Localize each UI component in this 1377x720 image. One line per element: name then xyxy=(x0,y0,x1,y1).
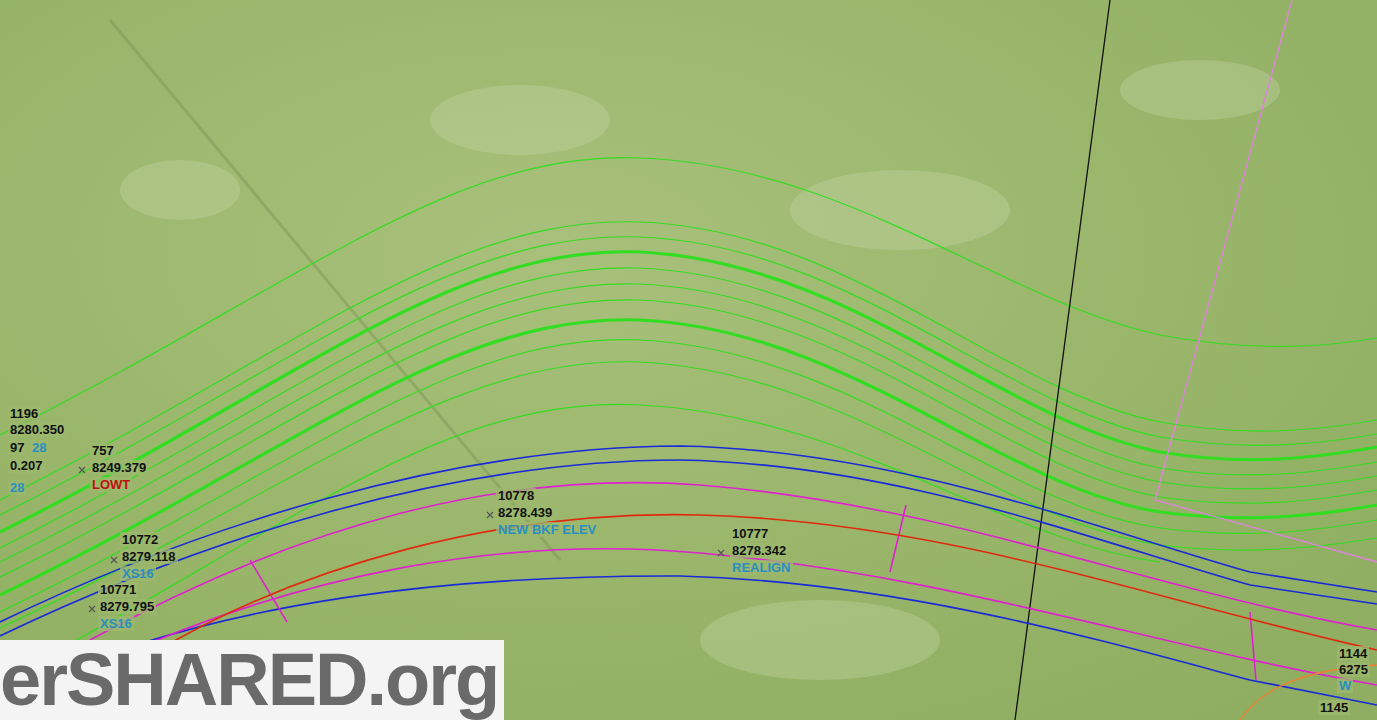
point-number: 10772 xyxy=(120,532,160,547)
point-number: 10777 xyxy=(730,526,770,541)
point-code: 28 xyxy=(8,480,26,495)
point-number: 1144 xyxy=(1337,646,1369,661)
point-code: 28 xyxy=(30,440,48,455)
point-code: W xyxy=(1337,678,1353,693)
point-markers xyxy=(79,467,724,612)
point-number: 757 xyxy=(90,443,116,458)
point-elevation: 8279.795 xyxy=(98,599,156,614)
contour-lines xyxy=(0,158,1377,660)
boundary-line xyxy=(1155,0,1377,562)
point-elevation: 8249.379 xyxy=(90,460,148,475)
point-elevation: 8280.350 xyxy=(8,422,66,437)
photo-track xyxy=(110,20,560,560)
point-number: 10771 xyxy=(98,582,138,597)
point-elevation: 8279.118 xyxy=(120,549,178,564)
point-elevation: 0.207 xyxy=(8,458,45,473)
point-number: 1196 xyxy=(8,406,40,421)
point-elevation: 8278.342 xyxy=(730,543,788,558)
point-code: XS16 xyxy=(98,616,134,631)
watermark: erSHARED.org xyxy=(0,640,504,720)
point-code: NEW BKF ELEV xyxy=(496,522,598,537)
point-code: XS16 xyxy=(120,566,156,581)
point-code: LOWT xyxy=(90,477,132,492)
property-line xyxy=(1015,0,1110,720)
point-elevation: 6275 xyxy=(1337,662,1370,677)
point-number: 10778 xyxy=(496,488,536,503)
point-code: REALIGN xyxy=(730,560,793,575)
channel-centerline xyxy=(150,515,1377,655)
point-elevation: 8278.439 xyxy=(496,505,554,520)
point-number: 1145 xyxy=(1318,700,1350,715)
point-number: 97 xyxy=(8,440,26,455)
